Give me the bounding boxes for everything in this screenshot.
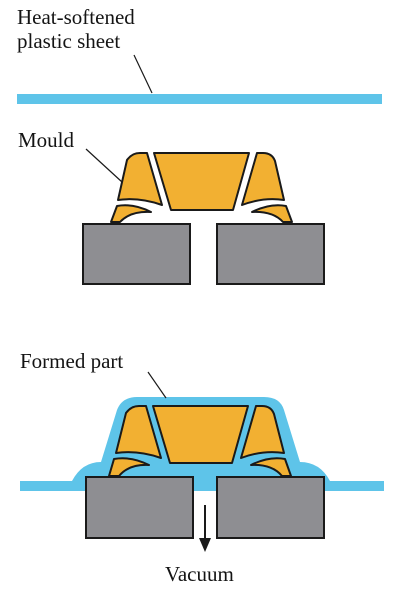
formed-part-label: Formed part: [20, 349, 124, 373]
mould-right-piece: [240, 405, 285, 459]
base-block-left: [82, 223, 191, 285]
mould-right-piece: [241, 152, 285, 206]
mould-center-piece: [153, 152, 250, 211]
base-block-right: [216, 476, 325, 539]
mould-center-piece: [152, 405, 249, 464]
mould-right-foot: [251, 204, 293, 223]
sheet-label-line1: Heat-softened: [17, 5, 135, 29]
formed-part-leader-line: [147, 371, 167, 399]
sheet-label-line2: plastic sheet: [17, 29, 121, 53]
mould-left-piece: [115, 405, 162, 459]
plastic-sheet: [17, 94, 382, 104]
mould-left-foot: [110, 204, 152, 223]
mould-left-piece: [117, 152, 163, 206]
mould-right-foot: [250, 457, 292, 477]
mould-label: Mould: [18, 128, 75, 152]
vacuum-label: Vacuum: [165, 562, 234, 586]
base-block-right: [216, 223, 325, 285]
stage-sheet: [17, 54, 382, 104]
sheet-leader-line: [133, 54, 153, 94]
stage-formed: [20, 371, 384, 552]
mould-left-foot: [108, 457, 150, 477]
base-block-left: [85, 476, 194, 539]
mould-leader-line: [85, 148, 123, 183]
stage-mould: [82, 148, 325, 285]
vacuum-arrow-icon: [199, 538, 211, 552]
